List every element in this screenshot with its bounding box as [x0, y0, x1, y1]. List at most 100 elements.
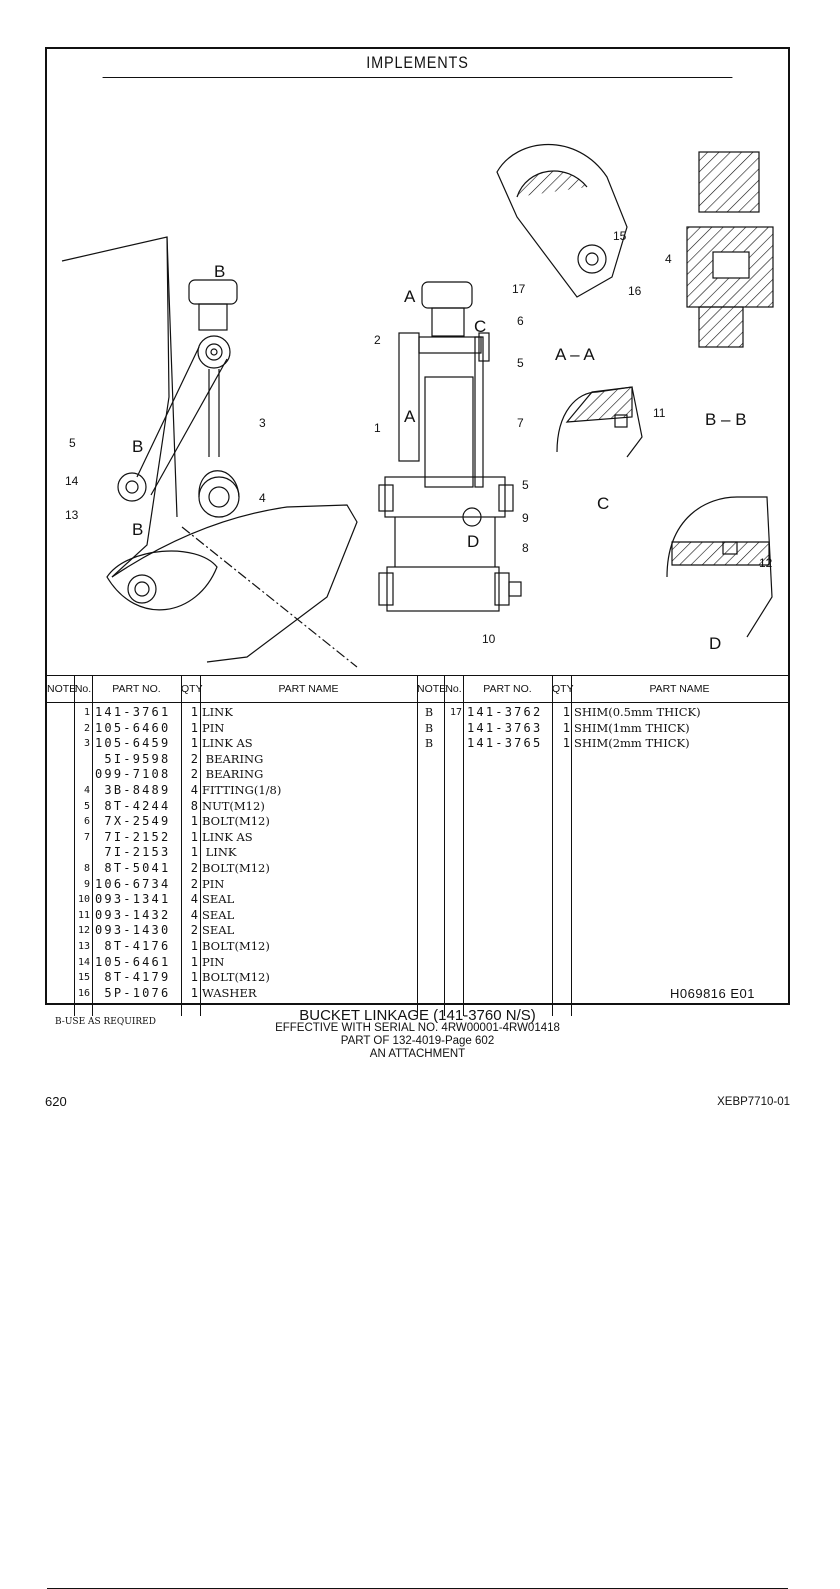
- table-cell-no: 5: [83, 800, 90, 812]
- section-arrow-b-left: B: [132, 437, 143, 456]
- caption-serial: EFFECTIVE WITH SERIAL NO. 4RW00001-4RW01…: [275, 1022, 560, 1034]
- table-cell-no: 7: [83, 831, 90, 843]
- table-cell-qty: 8: [190, 798, 198, 813]
- table-cell-part-no: 093-1341: [95, 892, 171, 907]
- table-cell-part-name: WASHER: [202, 985, 257, 1000]
- callout-15: 15: [613, 229, 627, 243]
- page-number: 620: [45, 1094, 67, 1109]
- callout-9: 9: [522, 511, 529, 525]
- table-cell-part-name: LINK AS: [202, 736, 253, 751]
- col-header-qty-right: QTY: [552, 683, 574, 695]
- table-cell-part-name: LINK AS: [202, 829, 253, 844]
- view-label-c: C: [597, 494, 609, 513]
- table-cell-part-no: 8T-4244: [95, 798, 171, 813]
- table-cell-qty: 4: [190, 783, 198, 797]
- table-cell-no: 17: [449, 707, 462, 718]
- section-arrow-c: C: [474, 317, 486, 336]
- table-cell-part-no: 105-6460: [95, 720, 171, 735]
- table-cell-qty: 2: [190, 876, 198, 891]
- callout-14: 14: [65, 474, 79, 488]
- callout-4: 4: [259, 491, 266, 505]
- table-cell-qty: 1: [190, 814, 198, 829]
- table-cell-part-name: SHIM(0.5mm THICK): [574, 705, 701, 719]
- parts-page-frame: IMPLEMENTS: [45, 47, 790, 1589]
- table-row: 6 7X-2549 1 BOLT(M12): [47, 814, 417, 830]
- view-label-d: D: [709, 634, 721, 653]
- col-header-part-name-right: PART NAME: [649, 683, 710, 695]
- section-arrow-b-top: B: [214, 262, 225, 281]
- table-cell-part-name: FITTING(1/8): [202, 783, 282, 797]
- table-cell-qty: 1: [190, 939, 198, 953]
- table-cell-part-no: 099-7108: [95, 767, 171, 782]
- callout-12: 12: [759, 556, 773, 570]
- table-cell-no: 15: [77, 972, 90, 984]
- table-cell-note: B: [425, 706, 434, 719]
- callout-17: 17: [512, 282, 526, 296]
- footnote: B-USE AS REQUIRED: [55, 1017, 156, 1027]
- table-cell-no: 12: [77, 925, 90, 937]
- table-cell-qty: 1: [190, 954, 198, 969]
- table-cell-qty: 4: [190, 907, 198, 922]
- section-arrow-a-upper: A: [404, 287, 416, 306]
- col-header-no-right: No.: [445, 683, 462, 695]
- table-cell-part-name: SEAL: [202, 892, 235, 907]
- table-row: 5 8T-4244 8 NUT(M12): [47, 799, 417, 815]
- table-cell-part-name: SHIM(2mm THICK): [574, 736, 690, 751]
- col-header-part-no-right: PART NO.: [483, 683, 532, 695]
- table-cell-part-name: PIN: [202, 720, 225, 735]
- table-cell-part-no: 7I-2153: [95, 845, 171, 860]
- table-cell-part-name: BOLT(M12): [202, 814, 270, 829]
- table-cell-part-name: BOLT(M12): [202, 861, 270, 875]
- view-label-bb: B – B: [705, 410, 747, 429]
- table-cell-qty: 1: [190, 705, 198, 719]
- table-cell-qty: 1: [190, 845, 198, 860]
- callout-5: 5: [69, 436, 76, 450]
- table-cell-part-no: 105-6461: [95, 954, 171, 969]
- caption-part-of: PART OF 132-4019-Page 602: [340, 1035, 495, 1047]
- table-cell-part-name: PIN: [202, 876, 225, 891]
- col-header-note: NOTE: [47, 683, 77, 695]
- table-cell-part-no: 8T-4179: [95, 970, 171, 985]
- table-cell-qty: 1: [562, 705, 570, 719]
- table-cell-part-name: BOLT(M12): [202, 970, 270, 985]
- table-cell-no: 9: [83, 878, 90, 890]
- table-cell-part-name: NUT(M12): [202, 798, 265, 813]
- table-cell-qty: 2: [190, 751, 198, 766]
- table-cell-part-no: 093-1432: [95, 907, 171, 922]
- table-cell-part-no: 5P-1076: [95, 985, 171, 1000]
- table-cell-no: 2: [83, 722, 90, 734]
- table-cell-part-no: 141-3761: [95, 705, 171, 719]
- section-arrow-a-lower: A: [404, 407, 416, 426]
- table-cell-no: 13: [77, 941, 90, 952]
- table-cell-no: 10: [77, 894, 90, 906]
- table-cell-no: 11: [77, 909, 90, 921]
- table-cell-part-name: BOLT(M12): [202, 939, 270, 953]
- table-cell-part-no: 8T-5041: [95, 861, 171, 875]
- table-cell-part-no: 7I-2152: [95, 829, 171, 844]
- table-cell-part-name: LINK: [202, 705, 233, 719]
- table-cell-part-name: BEARING: [202, 751, 264, 766]
- table-cell-note: B: [425, 737, 434, 751]
- table-cell-part-no: 093-1430: [95, 923, 171, 938]
- table-cell-part-name: SHIM(1mm THICK): [574, 720, 690, 735]
- table-cell-part-no: 141-3763: [467, 720, 543, 735]
- table-cell-part-no: 7X-2549: [95, 814, 171, 829]
- callout-4b: 4: [665, 252, 672, 266]
- callout-5c: 5: [522, 478, 529, 492]
- col-header-note-right: NOTE: [417, 683, 447, 695]
- callout-2: 2: [374, 333, 381, 347]
- table-cell-part-no: 105-6459: [95, 736, 171, 751]
- table-cell-no: 6: [83, 816, 90, 828]
